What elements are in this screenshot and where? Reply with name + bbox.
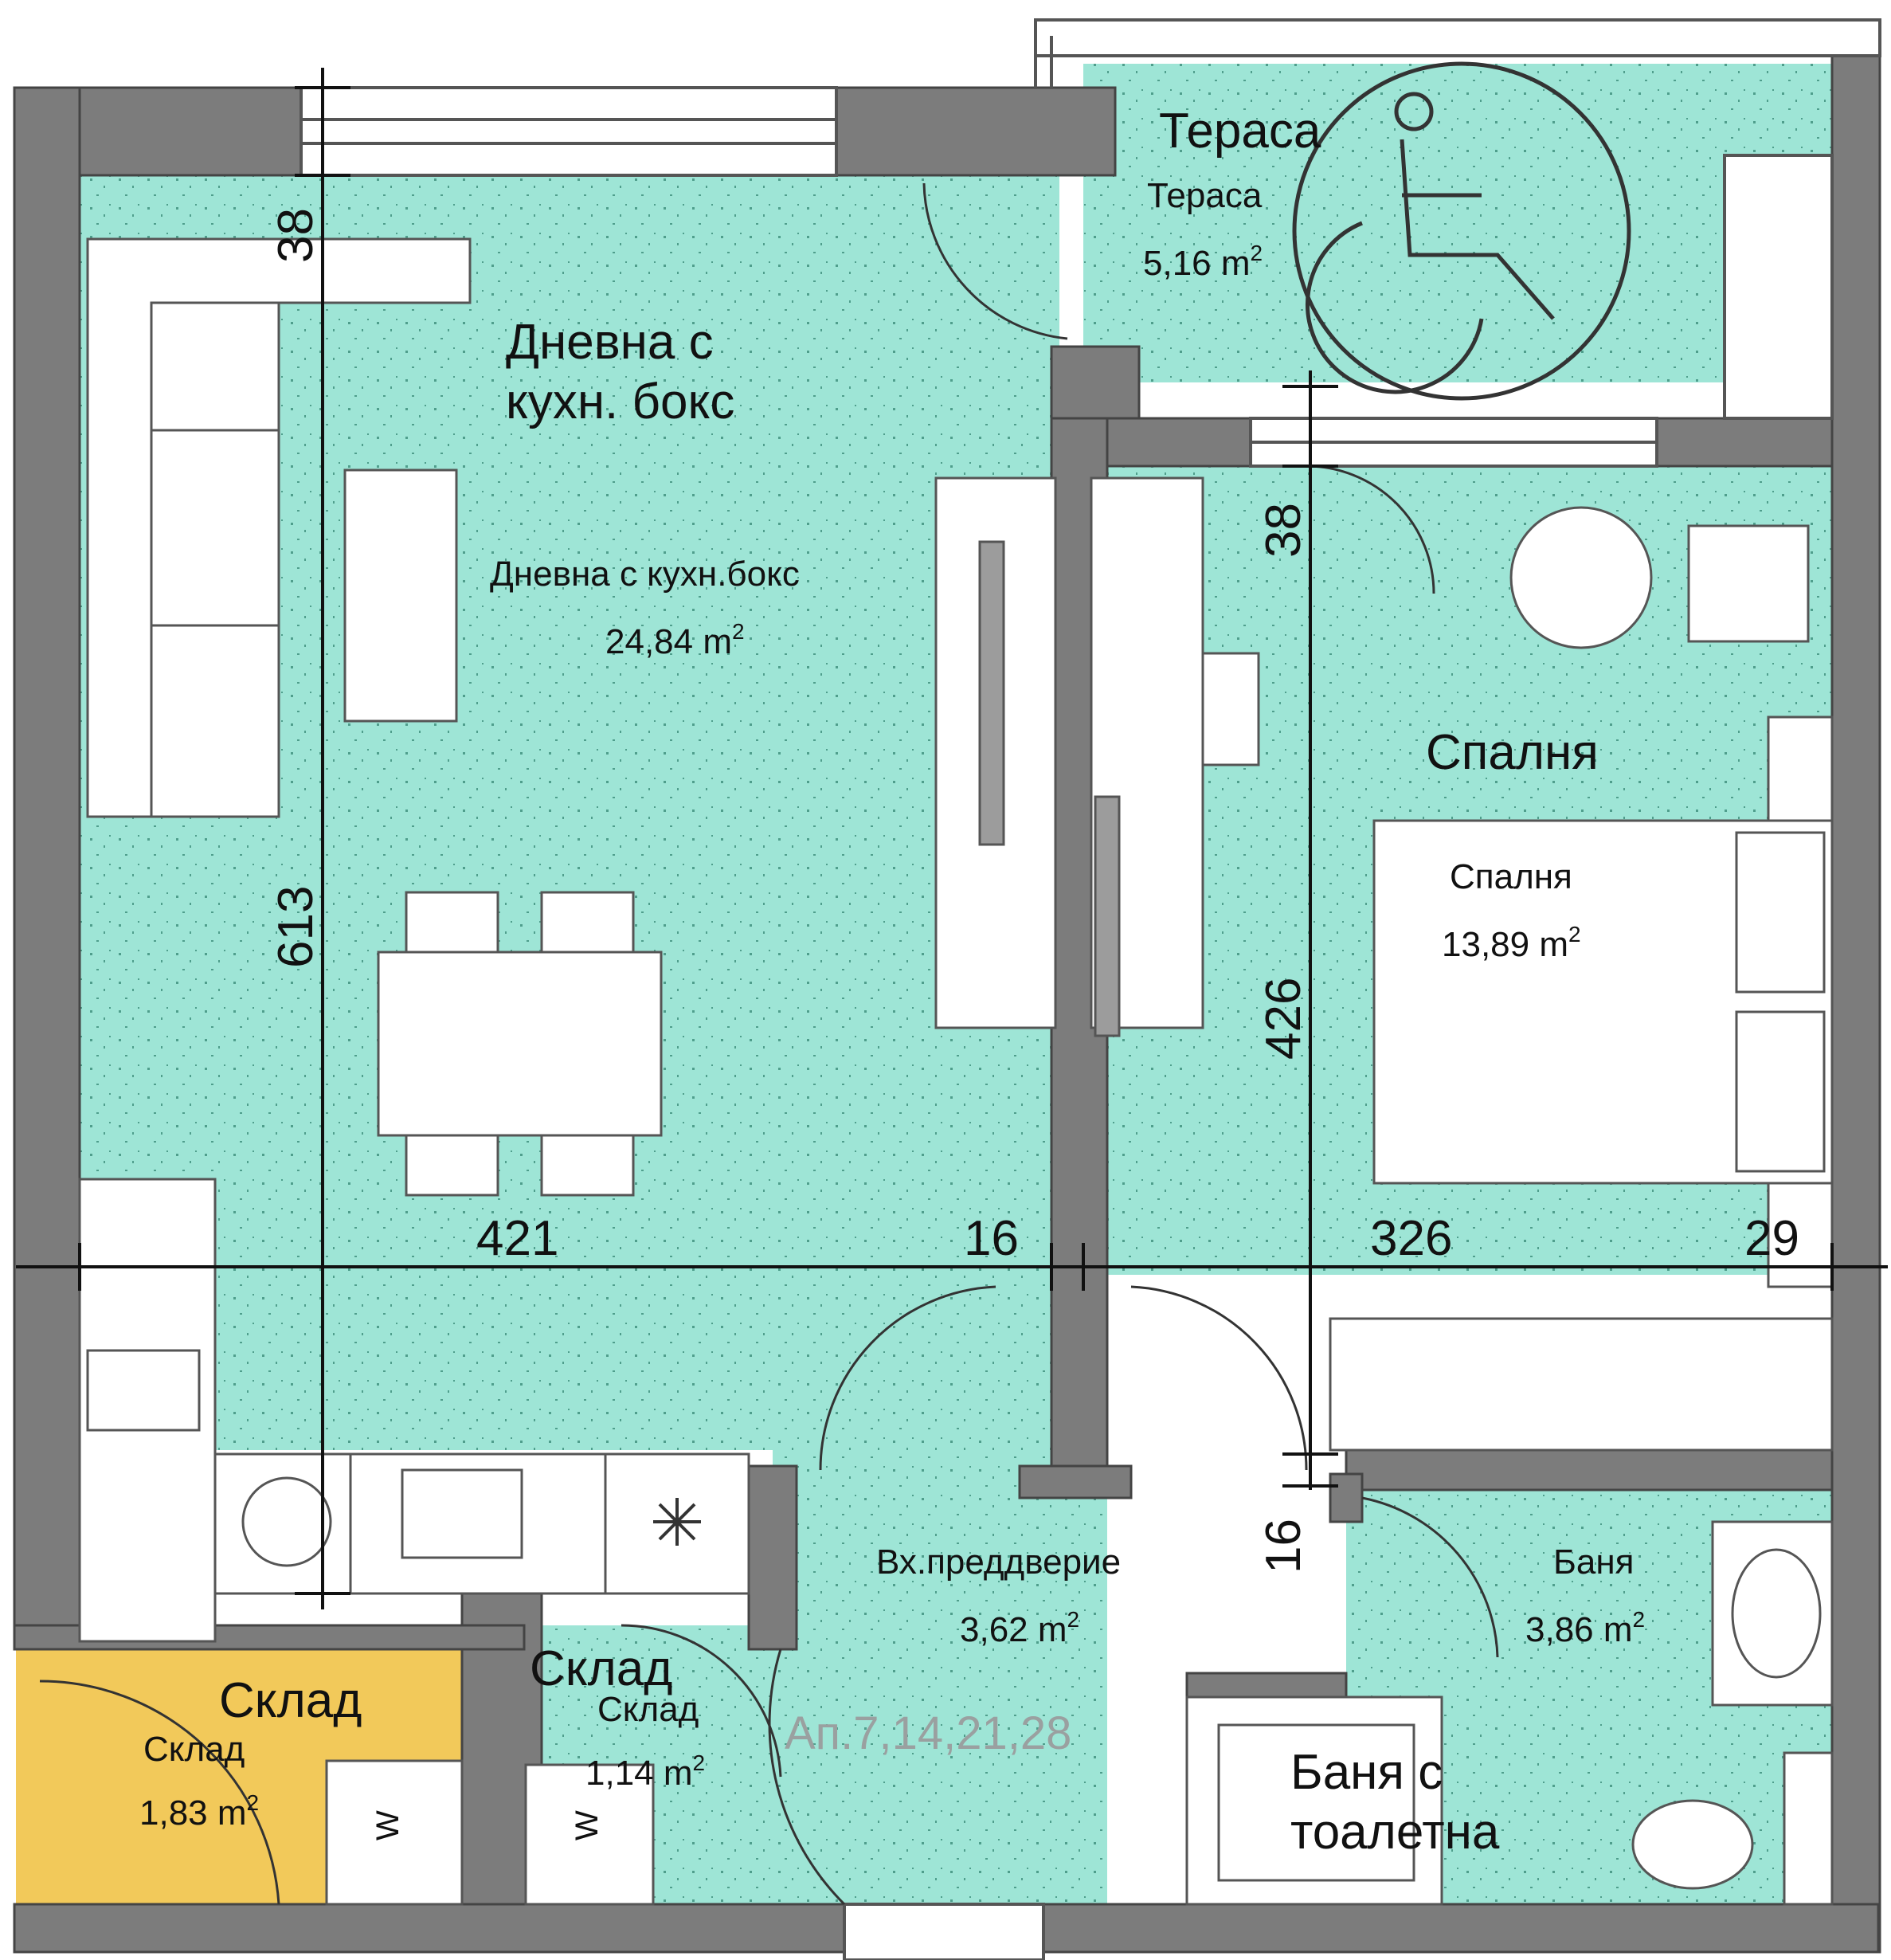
- bathroom-title-line2: тоалетна: [1290, 1805, 1500, 1860]
- hallway-area: 3,62 m2: [960, 1607, 1079, 1649]
- bathroom-door: [1361, 1496, 1499, 1658]
- dining-chair: [540, 891, 635, 954]
- wheelchair-icon: [1292, 61, 1631, 401]
- desk-chair: [1201, 652, 1260, 766]
- washer-mark-outer: W: [370, 1810, 405, 1840]
- dim-16-vertical: 16: [1256, 1519, 1311, 1574]
- armchair: [1687, 524, 1810, 643]
- washer-storage-inner: [524, 1763, 655, 1906]
- dining-chair: [540, 1134, 635, 1197]
- terrace-railing: [1034, 18, 1881, 57]
- storage-outer-area: 1,83 m2: [139, 1790, 259, 1833]
- bedroom-title: Спалня: [1426, 725, 1599, 780]
- toilet: [1631, 1799, 1754, 1890]
- windows: [300, 18, 1881, 1960]
- round-table: [1509, 506, 1653, 649]
- nightstand: [1767, 1182, 1834, 1288]
- living-room-title-line2: кухн. бокс: [506, 374, 734, 429]
- dim-38-right: 38: [1256, 503, 1311, 558]
- window-living: [300, 86, 838, 177]
- terrace-door: [922, 182, 1068, 340]
- dim-16-horizontal: 16: [964, 1211, 1019, 1266]
- dining-table: [377, 951, 663, 1137]
- wall-top-mid: [835, 86, 1117, 177]
- hallway-name: Вх.преддверие: [876, 1543, 1121, 1582]
- oven: [401, 1468, 523, 1559]
- entry-door: [768, 1648, 846, 1906]
- terrace-planter: [1723, 154, 1834, 420]
- dim-326: 326: [1370, 1211, 1452, 1266]
- wall-hall-left: [747, 1464, 798, 1651]
- wall-center-top: [1050, 345, 1141, 420]
- wall-bath-top: [1345, 1448, 1834, 1492]
- storage-inner-name: Склад: [597, 1690, 699, 1729]
- bedroom-name: Спалня: [1450, 857, 1572, 896]
- room-labels: Дневна с кухн. бокс Дневна с кухн.бокс 2…: [139, 104, 1645, 1860]
- bathroom-name: Баня: [1553, 1543, 1634, 1582]
- washer-mark-inner: W: [570, 1810, 605, 1840]
- coffee-table: [343, 468, 458, 723]
- bathroom-title: Баня с: [1290, 1745, 1443, 1800]
- terrace-name: Тераса: [1147, 176, 1263, 215]
- wall-terrace-bottom: [1106, 417, 1252, 468]
- dim-29: 29: [1744, 1211, 1799, 1266]
- entry-door-threshold: [843, 1903, 1045, 1960]
- cooktop-burner: [241, 1476, 332, 1567]
- dining-chair: [405, 891, 499, 954]
- apartment-label: Ап.7,14,21,28: [785, 1707, 1071, 1759]
- dim-421: 421: [476, 1211, 558, 1266]
- wall-center-bottom: [1018, 1464, 1133, 1499]
- bathroom-area: 3,86 m2: [1525, 1607, 1645, 1649]
- wall-bath-door-jamb: [1329, 1472, 1364, 1523]
- washbasin: [1731, 1548, 1822, 1679]
- furniture: [78, 237, 1834, 1906]
- dim-38-left: 38: [268, 208, 323, 263]
- storage-outer-title: Склад: [219, 1673, 362, 1728]
- living-room-name: Дневна с кухн.бокс: [490, 555, 800, 594]
- storage-outer-name: Склад: [143, 1730, 245, 1769]
- washer-storage-outer: [325, 1759, 464, 1906]
- terrace-floor: [1083, 64, 1832, 382]
- wall-right: [1830, 54, 1881, 1954]
- living-room-area: 24,84 m2: [605, 619, 745, 661]
- dimension-lines: [16, 68, 1888, 1609]
- dim-426: 426: [1256, 978, 1311, 1060]
- bedroom-door: [1130, 1285, 1308, 1471]
- terrace-title: Тераса: [1159, 104, 1321, 159]
- bedroom-area: 13,89 m2: [1442, 922, 1581, 964]
- sink: [86, 1349, 201, 1432]
- storage-inner-door: [621, 1624, 782, 1778]
- storage-outer-door: [39, 1680, 280, 1905]
- living-room-title: Дневна с: [506, 315, 714, 370]
- storage-inner-area: 1,14 m2: [585, 1750, 705, 1793]
- dimension-labels: 421 16 326 29 613 38 38 426 16: [268, 208, 1799, 1574]
- nightstand: [1767, 715, 1834, 822]
- wall-bath-left: [1185, 1672, 1348, 1699]
- hall-cabinet: [1329, 1317, 1834, 1452]
- doors: [39, 182, 1499, 1906]
- dim-613: 613: [268, 886, 323, 968]
- dining-chair: [405, 1134, 499, 1197]
- wall-terrace-bottom-right: [1655, 417, 1834, 468]
- wall-left: [13, 86, 81, 1627]
- storage-inner-title: Склад: [530, 1641, 672, 1696]
- terrace-area: 5,16 m2: [1143, 241, 1263, 283]
- bedroom-balcony-door: [1306, 465, 1435, 594]
- living-door: [819, 1285, 996, 1471]
- asterisk-icon: [653, 1498, 701, 1546]
